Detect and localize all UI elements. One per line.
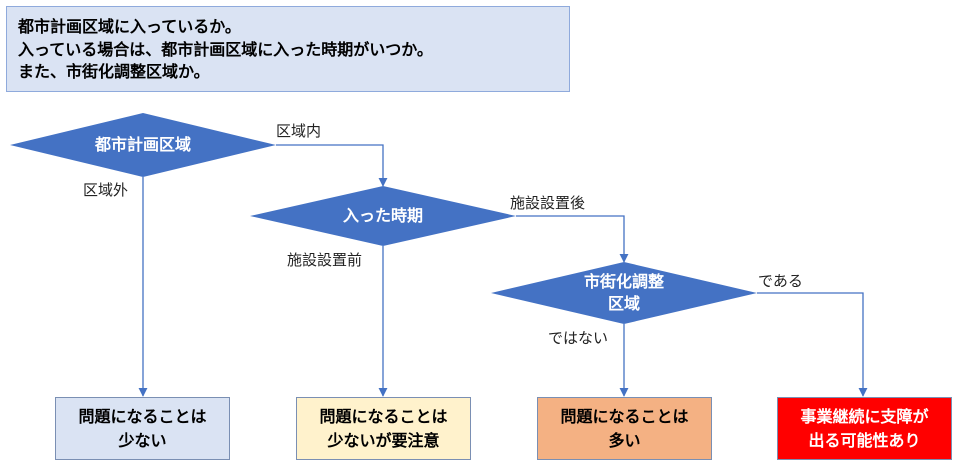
question-line-3: また、市街化調整区域か。: [18, 62, 210, 81]
outcome-text-line: 出る可能性あり: [808, 430, 921, 450]
outcome-few-problems: 問題になることは 少ない: [55, 397, 230, 460]
decision-diamond-city-planning-area: [10, 113, 276, 177]
outcome-text-line: 問題になることは: [78, 406, 207, 426]
decision-diamond-urbanization-control: [491, 262, 757, 324]
decision-label-entry-timing: 入った時期: [283, 200, 483, 232]
outcome-text-line: 少ない: [118, 430, 167, 450]
connector-is-control-area: [757, 292, 868, 397]
outcome-text-line: 少ないが要注意: [327, 430, 440, 450]
question-box: 都市計画区域に入っているか。 入っている場合は、都市計画区域に入った時期がいつか…: [6, 6, 570, 92]
edge-label-outside-area: 区域外: [83, 181, 129, 199]
edge-label-after-facility: 施設設置後: [510, 194, 586, 212]
edge-label-inside-area: 区域内: [276, 122, 322, 140]
outcome-many-problems: 問題になることは 多い: [537, 397, 712, 460]
question-line-1: 都市計画区域に入っているか。: [18, 17, 241, 36]
decision-text-line: 市街化調整: [583, 272, 664, 291]
outcome-text-line: 事業継続に支障が: [800, 406, 929, 426]
question-line-2: 入っている場合は、都市計画区域に入った時期がいつか。: [18, 39, 433, 59]
outcome-text-line: 多い: [608, 430, 641, 450]
edge-label-not-control-area: ではない: [548, 329, 609, 347]
connector-after-facility: [516, 215, 629, 263]
outcome-business-risk: 事業継続に支障が 出る可能性あり: [777, 397, 952, 460]
edge-label-before-facility: 施設設置前: [287, 251, 363, 269]
connector-inside-area: [276, 144, 388, 187]
decision-text-line: 区域: [607, 294, 640, 313]
edge-label-is-control-area: である: [758, 272, 803, 290]
outcome-text-line: 問題になることは: [319, 406, 448, 426]
outcome-text-line: 問題になることは: [560, 406, 689, 426]
decision-diamond-entry-timing: [250, 186, 516, 246]
outcome-few-problems-caution: 問題になることは 少ないが要注意: [296, 397, 471, 460]
decision-label-city-planning-area: 都市計画区域: [43, 129, 243, 161]
decision-text-line: 都市計画区域: [94, 135, 191, 154]
decision-label-urbanization-control: 市街化調整 区域: [524, 270, 724, 316]
decision-text-line: 入った時期: [342, 206, 423, 225]
